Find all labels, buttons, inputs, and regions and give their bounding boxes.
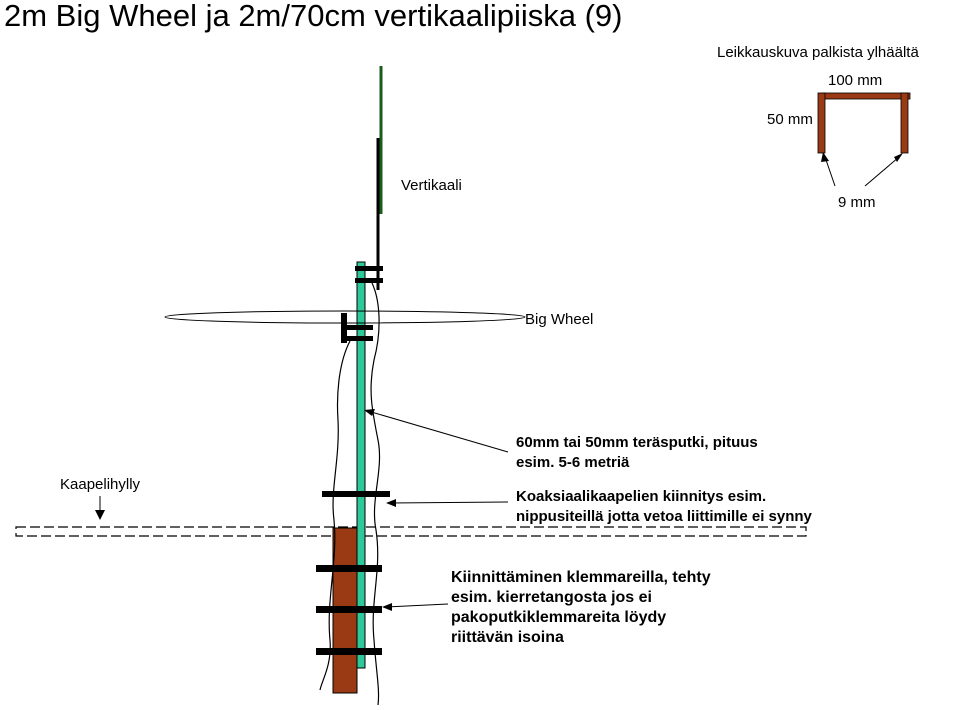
- pointer-coax: [389, 501, 509, 504]
- page-title: 2m Big Wheel ja 2m/70cm vertikaalipiiska…: [4, 0, 623, 33]
- coax-cable-left: [319, 340, 351, 691]
- pointer-steel-tube: [367, 410, 509, 453]
- vertical-label: Vertikaali: [401, 177, 462, 194]
- coax-cable-right: [370, 282, 381, 706]
- clamp-line1: Kiinnittäminen klemmareilla, tehty: [451, 569, 711, 586]
- height-label: 50 mm: [767, 111, 813, 128]
- steel-tube-line1: 60mm tai 50mm teräsputki, pituus: [516, 434, 758, 451]
- clamp-line3: pakoputkiklemmareita löydy: [451, 609, 667, 626]
- steel-mast: [356, 261, 366, 669]
- gap-label: 9 mm: [838, 194, 876, 211]
- big-wheel-label: Big Wheel: [525, 311, 594, 328]
- width-label: 100 mm: [828, 72, 883, 89]
- mast-clamps: [316, 491, 390, 655]
- beam-cross-section: [817, 92, 911, 187]
- cable-tray-label: Kaapelihylly: [60, 476, 141, 493]
- clamp-line2: esim. kierretangosta jos ei: [451, 589, 652, 606]
- cross-section-label: Leikkauskuva palkista ylhäältä: [717, 44, 919, 61]
- pointer-clamp: [385, 603, 449, 608]
- coax-line2: nippusiteillä jotta vetoa liittimille ei…: [516, 508, 812, 525]
- clamp-line4: riittävän isoina: [451, 629, 564, 646]
- steel-tube-line2: esim. 5-6 metriä: [516, 454, 630, 471]
- cable-tray-outline: [15, 526, 807, 537]
- top-clamps: [341, 266, 383, 343]
- coax-line1: Koaksiaalikaapelien kiinnitys esim.: [516, 488, 767, 505]
